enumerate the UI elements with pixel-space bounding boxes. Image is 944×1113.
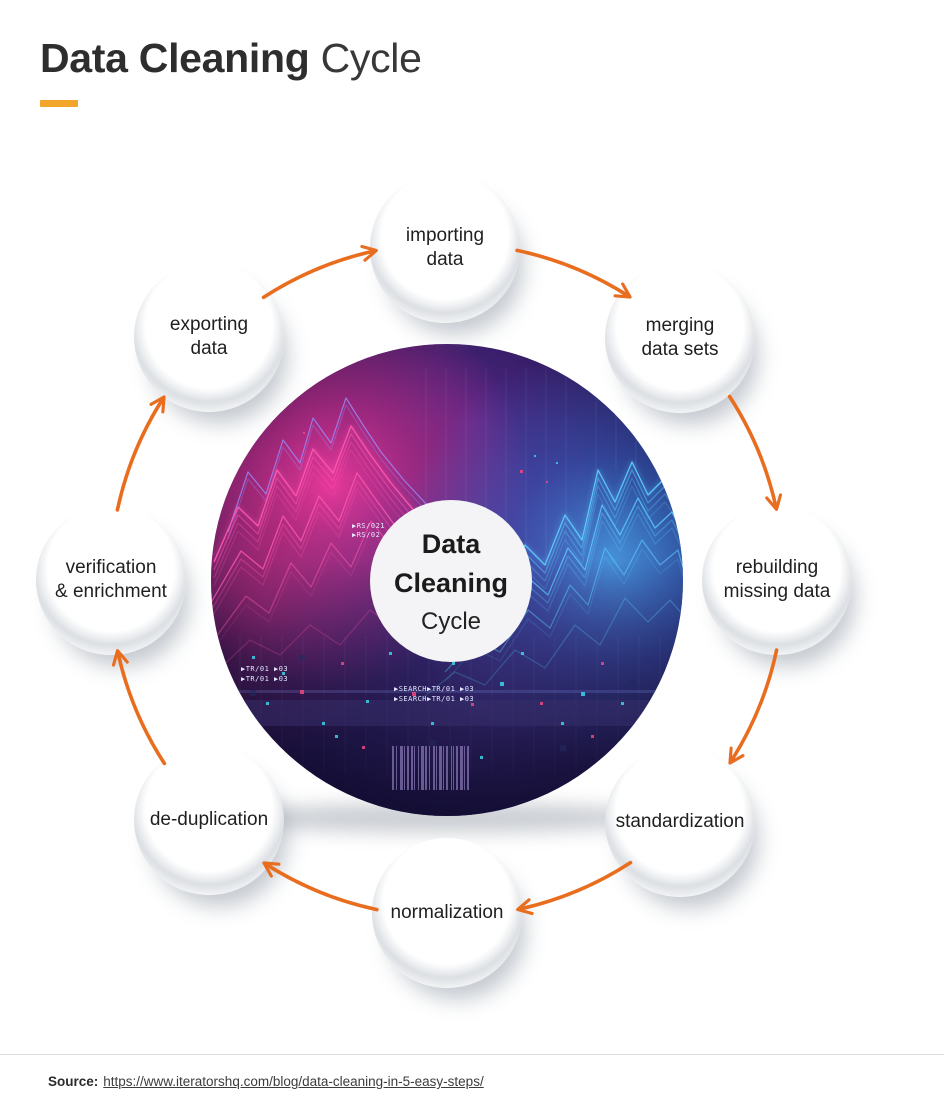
page-title: Data Cleaning Cycle (40, 34, 422, 83)
hud-search-line2: ▶SEARCH▶TR/01 ▶03 (394, 695, 474, 703)
cycle-node-exporting-data: exporting data (134, 262, 284, 412)
arrow-de-duplication-to-verification (111, 649, 167, 766)
arrow-rebuilding-to-standardization (728, 648, 779, 765)
center-badge-line3: Cycle (420, 607, 481, 635)
cycle-node-label: exporting data (169, 313, 249, 359)
arrow-importing-to-merging (515, 248, 632, 299)
footer-divider (0, 1054, 944, 1055)
cycle-node-label: rebuilding missing data (723, 556, 831, 602)
title-accent-dash (40, 100, 78, 107)
center-circle-badge: Data Cleaning Cycle (370, 500, 532, 662)
arrow-verification-to-exporting (115, 395, 166, 512)
cycle-node-rebuilding-missing-data: rebuilding missing data (702, 505, 852, 655)
page-title-strong: Data Cleaning (40, 35, 310, 81)
cycle-node-label: merging data sets (641, 314, 719, 360)
arrow-standardization-to-normalization (516, 860, 633, 916)
cycle-node-standardization: standardization (605, 747, 755, 897)
center-badge-line2: Cleaning (393, 568, 508, 599)
arrow-normalization-to-de-duplication (262, 861, 379, 912)
cycle-node-label: de-duplication (149, 808, 269, 830)
cycle-node-normalization: normalization (372, 838, 522, 988)
cycle-node-merging-data-sets: merging data sets (605, 263, 755, 413)
source-label: Source: (48, 1074, 99, 1089)
page-title-light: Cycle (320, 35, 422, 81)
cycle-node-de-duplication: de-duplication (134, 745, 284, 895)
barcode (392, 746, 469, 790)
cycle-node-label: normalization (390, 901, 504, 923)
cycle-node-importing-data: importing data (370, 173, 520, 323)
source-line: Source: https://www.iteratorshq.com/blog/… (48, 1074, 484, 1089)
cycle-node-label: importing data (405, 224, 485, 270)
hud-search-line1: ▶SEARCH▶TR/01 ▶03 (394, 685, 474, 693)
center-image-shadow (225, 803, 669, 833)
center-badge-line1: Data (421, 529, 481, 560)
hud-rs-line2: ▶RS/02 (352, 531, 380, 539)
arrow-exporting-to-importing (261, 244, 378, 300)
hud-rs-line1: ▶RS/021 (352, 522, 385, 530)
cycle-node-label: standardization (615, 810, 745, 832)
cycle-node-label: verification & enrichment (55, 556, 167, 602)
source-link[interactable]: https://www.iteratorshq.com/blog/data-cl… (103, 1074, 484, 1089)
hud-tr-line2: ▶TR/01 ▶03 (241, 675, 288, 683)
arrow-merging-to-rebuilding (727, 394, 783, 511)
hud-tr-line1: ▶TR/01 ▶03 (241, 665, 288, 673)
cycle-node-verification-enrichment: verification & enrichment (36, 505, 186, 655)
